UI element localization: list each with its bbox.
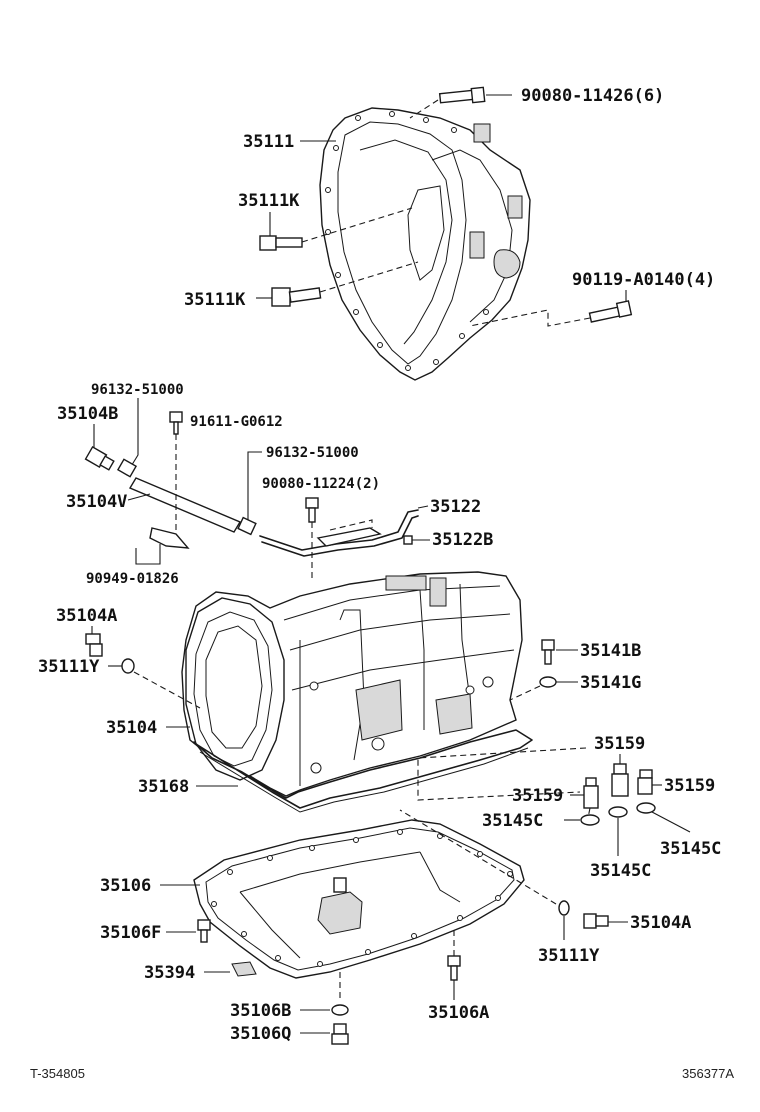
- bolt-90080-11426-icon: [438, 86, 486, 104]
- bolt-35141B-icon: [541, 639, 555, 665]
- label-35104B: 35104B: [57, 404, 118, 424]
- label-35111Y-lower: 35111Y: [538, 946, 600, 966]
- label-35122: 35122: [430, 497, 481, 517]
- label-35111K-lower: 35111K: [184, 290, 246, 310]
- label-35104A-upper: 35104A: [56, 606, 117, 626]
- label-35111K-upper: 35111K: [238, 191, 300, 211]
- label-35141G: 35141G: [580, 673, 641, 693]
- washer-35145C-right-icon: [636, 802, 656, 814]
- label-90949-01826: 90949-01826: [86, 571, 179, 587]
- footer-right-code: 356377A: [682, 1066, 734, 1081]
- bolt-91611-G0612-icon: [169, 411, 183, 435]
- label-90080-11426: 90080-11426(6): [521, 86, 664, 106]
- bell-housing: [319, 107, 531, 381]
- footer-left-code: T-354805: [30, 1066, 85, 1081]
- label-35145C-left: 35145C: [482, 811, 543, 831]
- label-35104A-lower: 35104A: [630, 913, 691, 933]
- drain-plug-35104A-lower-icon: [583, 913, 609, 929]
- label-35111Y-upper: 35111Y: [38, 657, 100, 677]
- label-35168: 35168: [138, 777, 189, 797]
- bolt-35106F-icon: [197, 919, 211, 943]
- gasket-35106B-icon: [331, 1004, 349, 1016]
- label-35159-left: 35159: [512, 786, 563, 806]
- filter-90949-01826-icon: [149, 527, 190, 549]
- drain-plug-35106Q-icon: [331, 1023, 349, 1045]
- label-96132-51000-b: 96132-51000: [266, 445, 359, 461]
- washer-35145C-middle-icon: [608, 806, 628, 818]
- label-35106B: 35106B: [230, 1001, 291, 1021]
- pan-gasket-35168: [193, 729, 533, 813]
- clip-96132-51000-a-icon: [116, 458, 138, 478]
- label-91611-G0612: 91611-G0612: [190, 414, 283, 430]
- oil-pan-35106: [193, 819, 525, 979]
- label-35141B: 35141B: [580, 641, 641, 661]
- oil-tube-35122-icon: [259, 509, 419, 557]
- label-35159-top: 35159: [594, 734, 645, 754]
- label-35145C-bottom: 35145C: [590, 861, 651, 881]
- washer-35145C-left-icon: [580, 814, 600, 826]
- label-35106: 35106: [100, 876, 151, 896]
- label-35106A: 35106A: [428, 1003, 489, 1023]
- bolt-35111K-lower-icon: [271, 287, 322, 307]
- label-96132-51000-a: 96132-51000: [91, 382, 184, 398]
- seal-35122B-icon: [403, 535, 413, 545]
- solenoid-35159-middle-icon: [611, 763, 629, 797]
- solenoid-35159-right-icon: [637, 769, 653, 795]
- bolt-35111K-upper-icon: [259, 235, 303, 251]
- label-90080-11224: 90080-11224(2): [262, 476, 380, 492]
- solenoid-35159-left-icon: [583, 777, 599, 809]
- drain-plug-35104A-upper-icon: [85, 633, 103, 657]
- o-ring-35111Y-lower-icon: [558, 900, 570, 916]
- o-ring-35111Y-upper-icon: [121, 658, 135, 674]
- label-35159-right: 35159: [664, 776, 715, 796]
- breather-hose-35104V-icon: [128, 477, 242, 533]
- bolt-90080-11224-icon: [305, 497, 319, 523]
- clip-96132-51000-b-icon: [237, 516, 257, 536]
- magnet-35394-icon: [231, 961, 257, 977]
- label-35122B: 35122B: [432, 530, 493, 550]
- label-35104V: 35104V: [66, 492, 127, 512]
- transmission-case: [181, 571, 523, 797]
- label-90119-A0140: 90119-A0140(4): [572, 270, 715, 290]
- washer-35141G-icon: [539, 676, 557, 688]
- label-35145C-right: 35145C: [660, 839, 721, 859]
- breather-plug-35104B-icon: [84, 445, 115, 471]
- bolt-90119-A0140-icon: [588, 300, 633, 323]
- label-35394: 35394: [144, 963, 195, 983]
- bolt-35106A-icon: [447, 955, 461, 981]
- label-35104: 35104: [106, 718, 157, 738]
- label-35106Q: 35106Q: [230, 1024, 291, 1044]
- label-35106F: 35106F: [100, 923, 161, 943]
- label-35111: 35111: [243, 132, 294, 152]
